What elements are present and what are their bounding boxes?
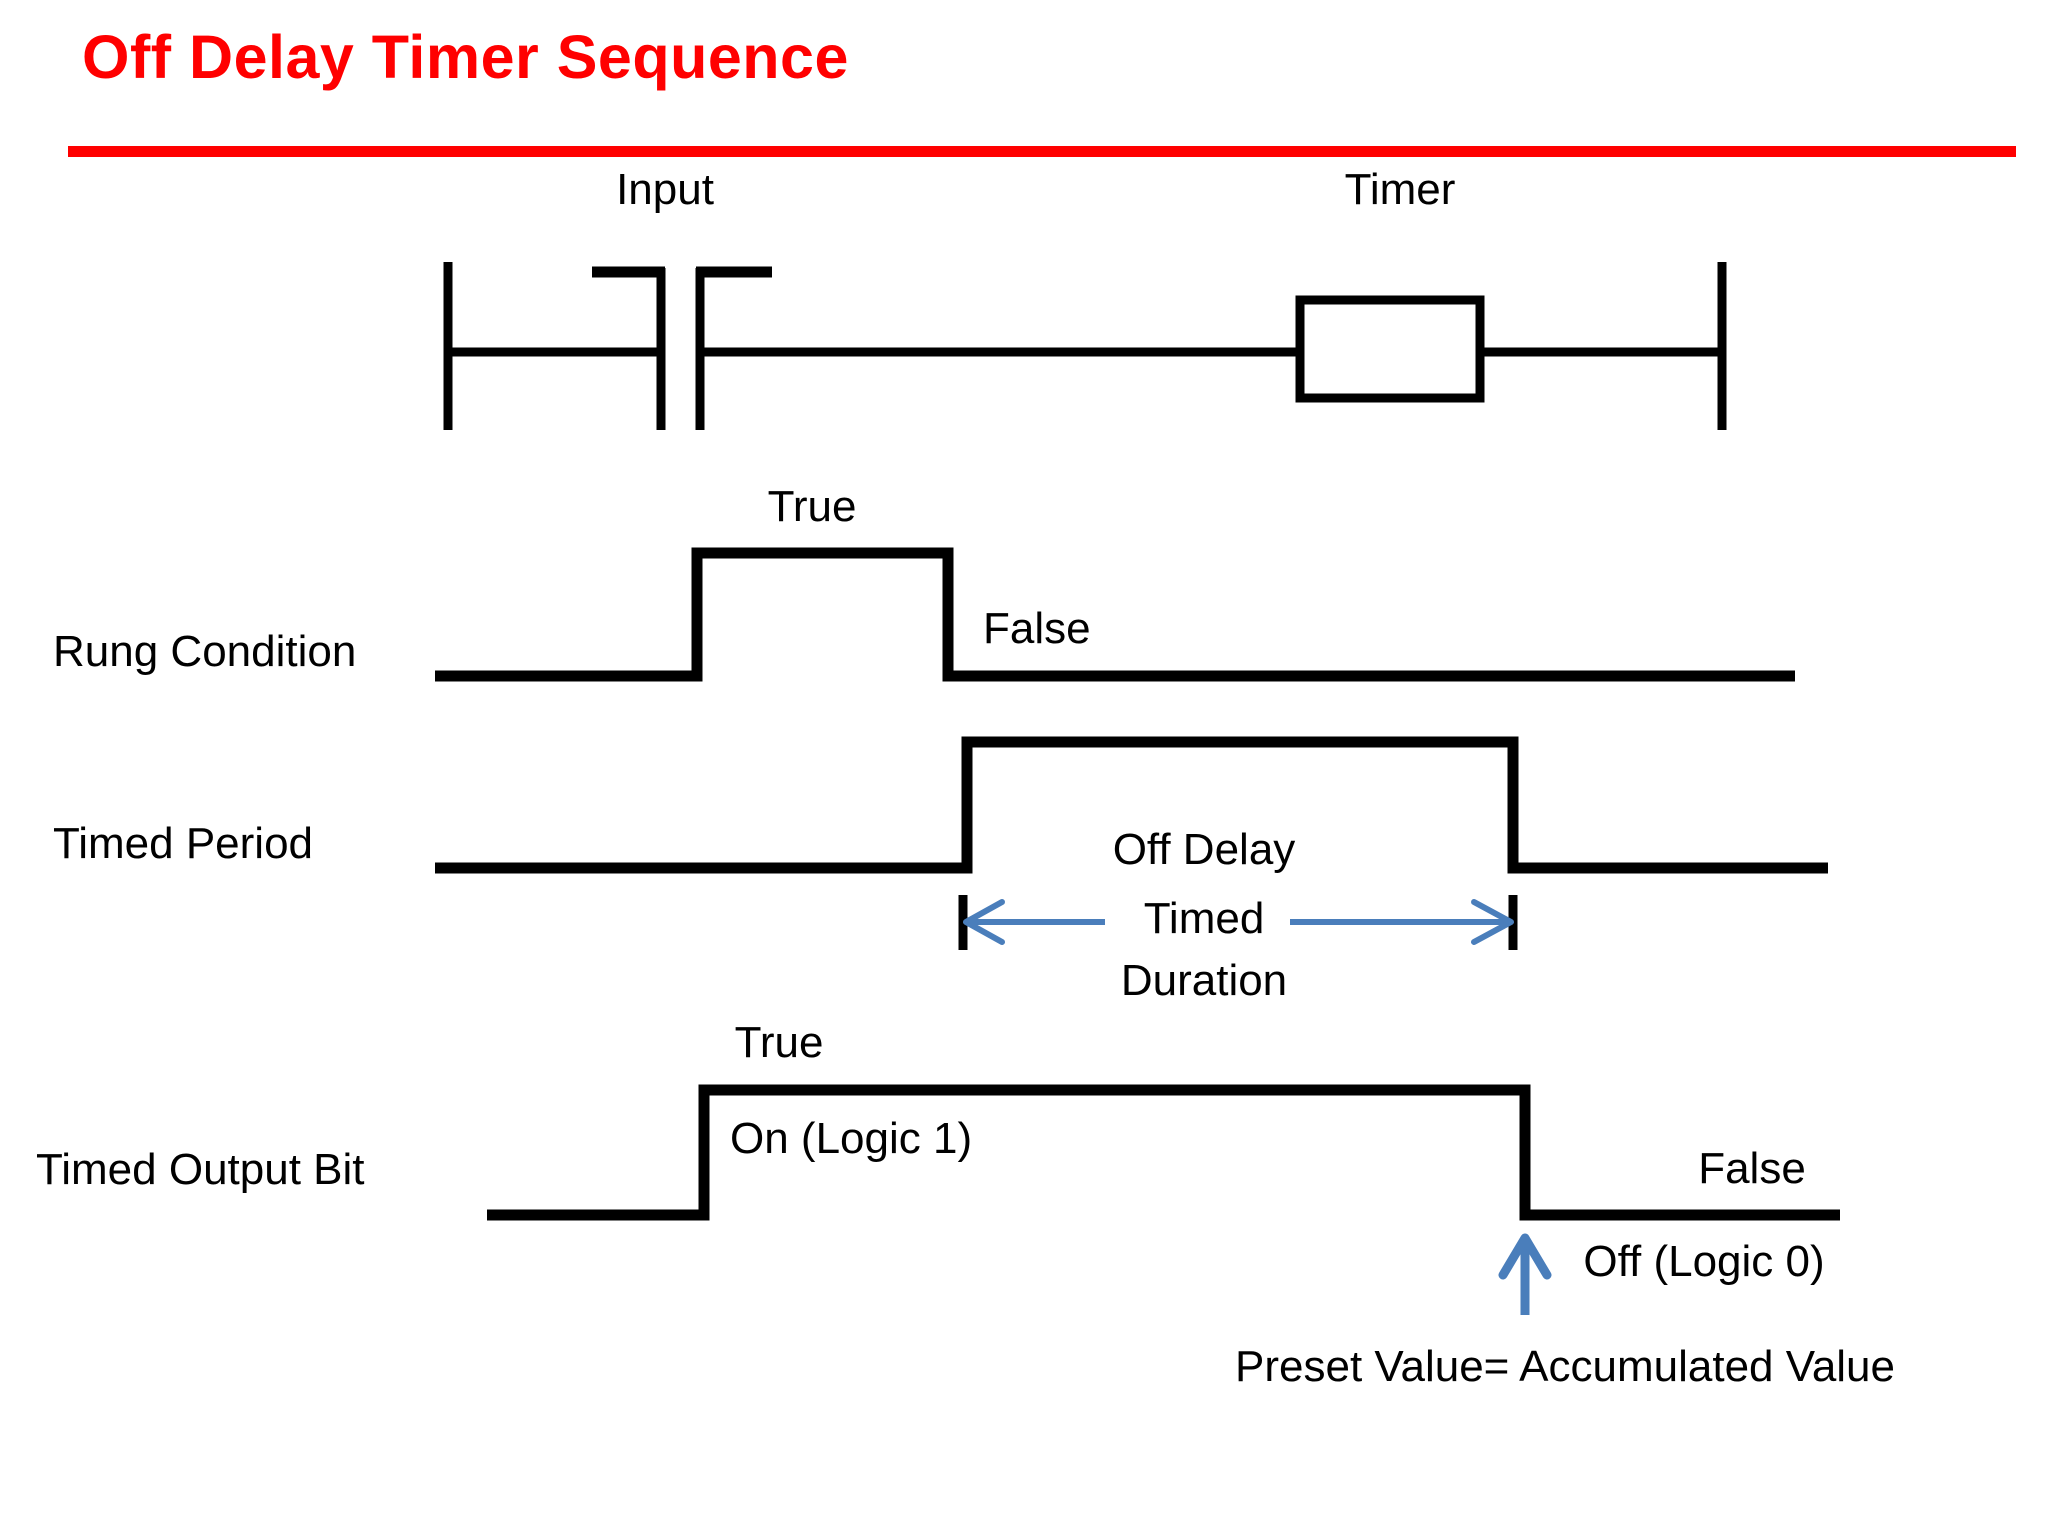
duration-arrowhead-right	[1471, 899, 1514, 945]
ladder-rung	[443, 262, 1727, 430]
rung-condition-trace	[435, 547, 1795, 682]
preset-value-callout-arrow	[1498, 1233, 1552, 1315]
timed-output-bit-trace	[487, 1084, 1840, 1221]
timed-output-true-label: True	[734, 1018, 824, 1067]
timed-output-on-logic1-label: On (Logic 1)	[730, 1114, 973, 1163]
timed-period-waveform	[435, 736, 1828, 874]
page-title: Off Delay Timer Sequence	[82, 23, 849, 91]
waveform-label-timed-output-bit: Timed Output Bit	[36, 1145, 365, 1194]
waveform-label-timed-period: Timed Period	[53, 819, 314, 868]
duration-label-line1: Off Delay	[1112, 825, 1296, 874]
off-delay-duration-marker	[958, 895, 1518, 950]
timed-output-off-logic0-label: Off (Logic 0)	[1583, 1237, 1825, 1286]
title-underline-rule	[68, 146, 2016, 157]
waveform-label-rung-condition: Rung Condition	[53, 627, 357, 676]
rung-condition-waveform	[435, 547, 1795, 682]
rung-condition-false-label: False	[983, 604, 1091, 653]
timer-instruction-box	[1295, 295, 1485, 403]
ladder-timer-label: Timer	[1344, 165, 1456, 214]
duration-arrowhead-left	[963, 899, 1005, 945]
timed-output-false-label: False	[1698, 1144, 1806, 1193]
duration-label-line2: Timed	[1143, 894, 1265, 943]
preset-value-callout-label: Preset Value= Accumulated Value	[1235, 1342, 1895, 1391]
ladder-input-label: Input	[616, 165, 714, 214]
rung-condition-true-label: True	[767, 482, 857, 531]
timed-period-trace	[435, 736, 1828, 874]
timed-output-bit-waveform	[487, 1084, 1840, 1221]
duration-label-line3: Duration	[1120, 956, 1288, 1005]
callout-arrowhead	[1498, 1233, 1552, 1280]
